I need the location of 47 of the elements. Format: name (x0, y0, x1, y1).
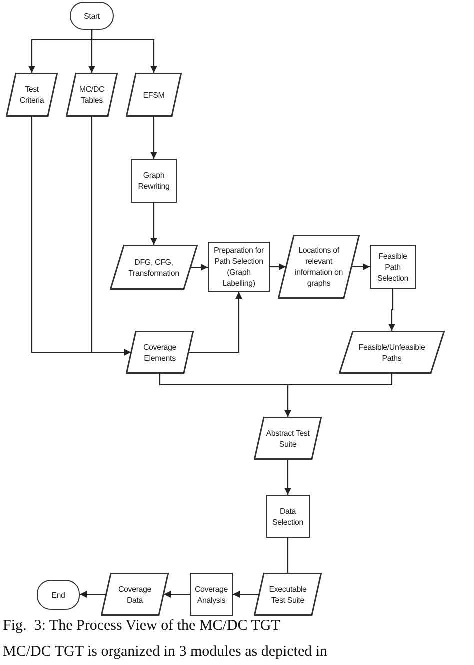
node-label: Preparation for Path Selection (Graph Labelling) (213, 245, 265, 289)
node-label: Graph Rewriting (137, 170, 171, 192)
node-label: Abstract Test Suite (265, 428, 311, 450)
data-parallelogram (6, 73, 58, 117)
data-parallelogram (126, 73, 182, 117)
node-label: EFSM (143, 90, 165, 100)
data-parallelogram (278, 235, 360, 299)
arrow (150, 117, 158, 159)
data-parallelogram (126, 331, 194, 374)
node-label: Data Selection (271, 506, 305, 528)
arrow (284, 460, 292, 495)
node-label: MC/DC Tables (78, 84, 106, 106)
data-parallelogram (339, 331, 445, 374)
arrow (284, 374, 393, 417)
node-label: Coverage Data (117, 584, 153, 606)
node-label: DFG, CFG, Transformation (128, 256, 180, 278)
process-box (190, 573, 233, 616)
arrow (91, 30, 158, 73)
body-text: MC/DC TGT is organized in 3 modules as depicted in (3, 643, 328, 661)
data-parallelogram (101, 573, 169, 616)
arrow (270, 264, 286, 270)
node-label: Test Criteria (18, 84, 46, 106)
data-parallelogram (66, 73, 118, 117)
process-box (370, 245, 416, 289)
arrow (233, 591, 259, 598)
node-label: Feasible Path Selection (376, 250, 410, 284)
node-label: Coverage Analysis (194, 584, 230, 606)
arrow (352, 264, 370, 270)
process-box (266, 495, 310, 538)
data-parallelogram (254, 417, 322, 460)
data-parallelogram (110, 245, 198, 290)
node-label: End (52, 590, 66, 600)
arrow (150, 203, 158, 245)
node-label: Locations of relevant information on graphs (294, 245, 344, 289)
node-label: Feasible/Unfeasible Paths (358, 342, 426, 364)
arrow (80, 591, 106, 598)
arrow (91, 117, 131, 356)
figure-caption: Fig. 3: The Process View of the MC/DC TGT (3, 617, 280, 635)
process-box (131, 159, 177, 203)
arrow (191, 264, 208, 271)
node-label: Executable Test Suite (268, 584, 308, 606)
data-parallelogram (254, 573, 322, 616)
arrow (388, 289, 396, 331)
arrow (164, 591, 190, 598)
node-label: Coverage Elements (142, 342, 178, 364)
arrow (189, 292, 242, 354)
node-label: Start (84, 10, 100, 22)
